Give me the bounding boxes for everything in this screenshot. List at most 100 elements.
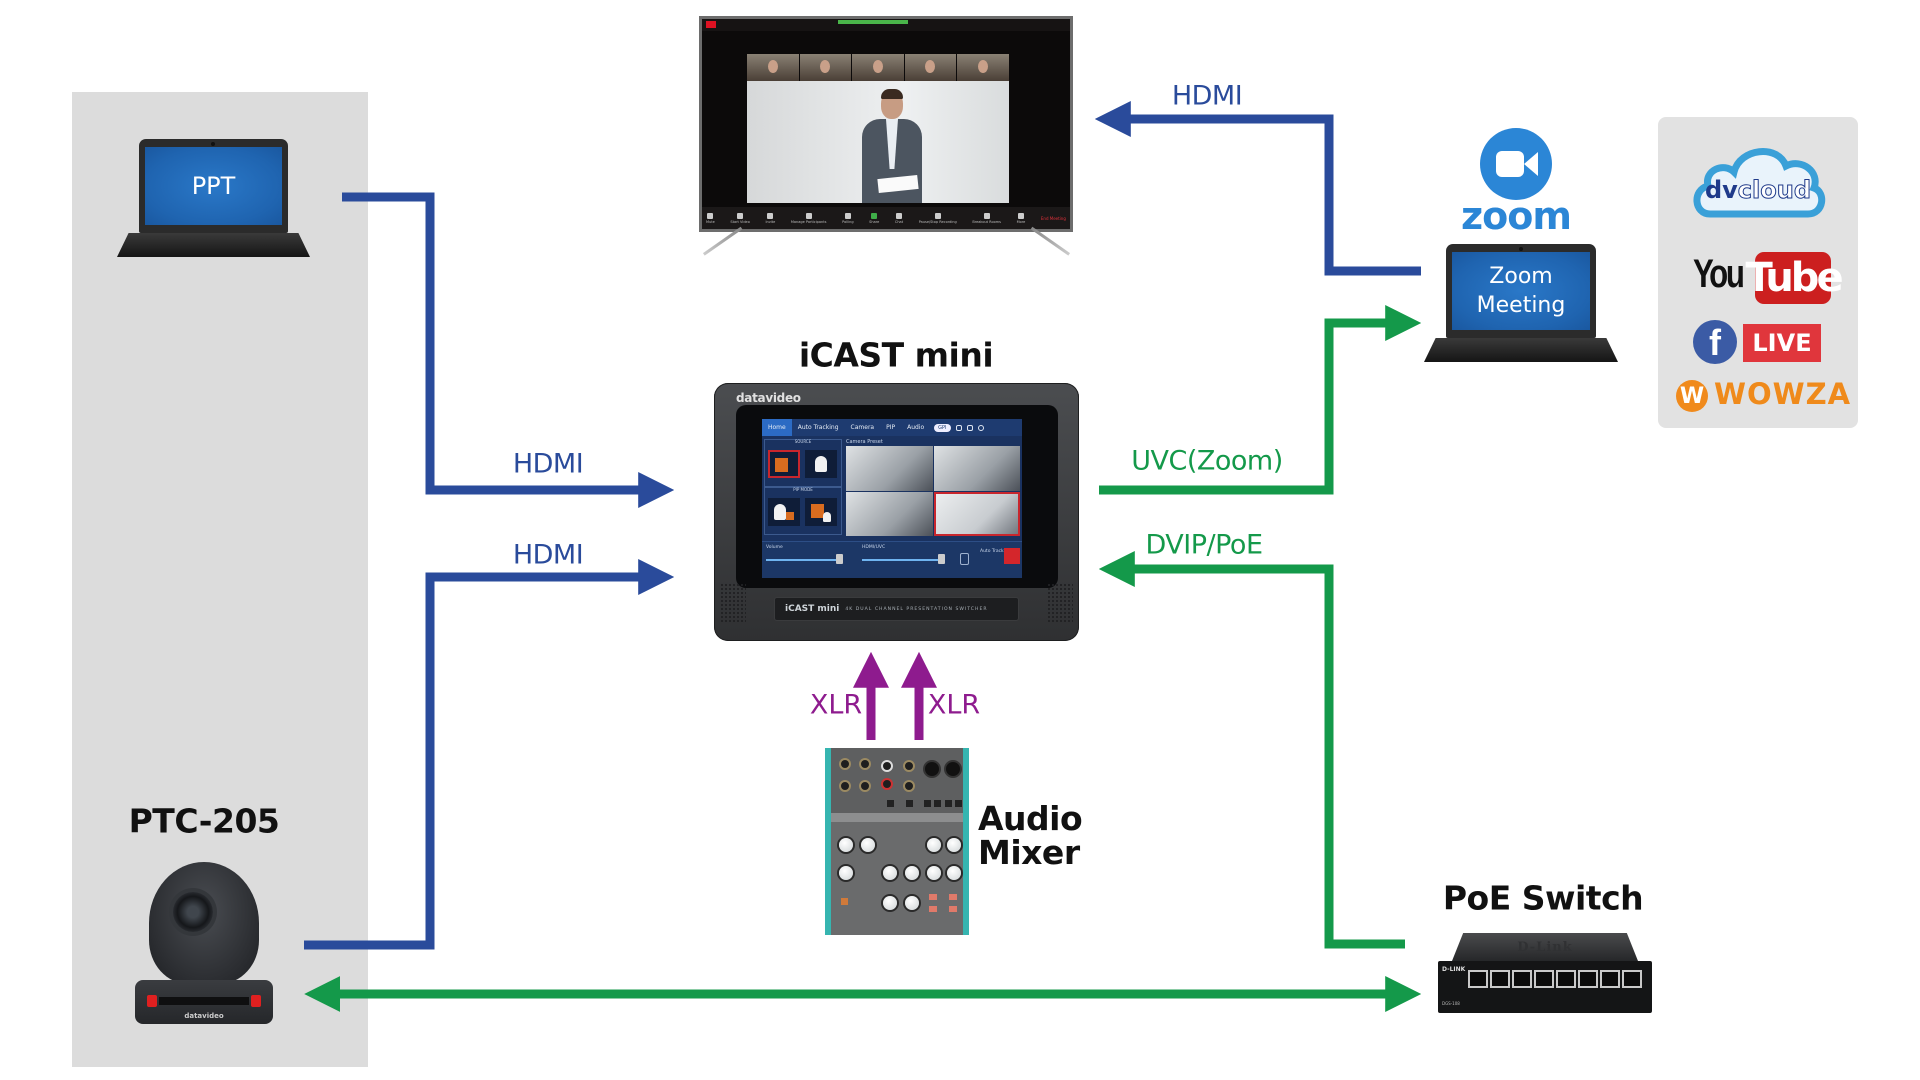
wowza-icon: W	[1676, 380, 1708, 412]
facebook-live-badge: LIVE	[1743, 324, 1821, 362]
laptop-keyboard-base	[1424, 338, 1618, 362]
toolbar-more: More	[1017, 212, 1025, 224]
knob-icon	[905, 866, 919, 880]
icast-touchscreen: Home Auto Tracking Camera PIP Audio GPI …	[762, 419, 1022, 578]
toolbar-start-video: Start Video	[730, 212, 750, 224]
icast-brand: datavideo	[736, 391, 801, 405]
active-speaker-video	[747, 81, 1009, 203]
source-panel: SOURCE	[764, 439, 842, 487]
icast-bottom-bar: Volume HDMI/UVC Auto Tracking	[762, 541, 1022, 578]
camera-preset-title: Camera Preset	[846, 439, 883, 445]
dvcloud-text-cloud: cloud	[1738, 176, 1811, 204]
pip-mode-panel: PIP MODE	[764, 487, 842, 535]
camera-preset-2	[933, 446, 1020, 491]
audio-mixer-label-line1: Audio	[978, 799, 1083, 838]
ethernet-port-icon	[1490, 970, 1510, 988]
tab-auto-tracking: Auto Tracking	[797, 423, 839, 431]
camera-preset-grid	[846, 446, 1020, 536]
participant-thumbnail	[747, 54, 799, 81]
webcam-icon	[211, 142, 215, 146]
knob-icon	[947, 866, 961, 880]
zoom-meeting-text-line2: Meeting	[1476, 293, 1566, 318]
webcam-icon	[1519, 247, 1523, 251]
switch-front-logo: D-LINK	[1442, 966, 1466, 973]
zoom-meeting-text-line1: Zoom	[1489, 264, 1553, 289]
toolbar-mute: Mute	[706, 212, 715, 224]
camera-preset-3	[846, 491, 933, 536]
icast-mini-device: datavideo Home Auto Tracking Camera PIP …	[714, 383, 1079, 641]
icast-nameplate: iCAST mini 4K DUAL CHANNEL PRESENTATION …	[774, 597, 1019, 621]
ethernet-port-icon	[1622, 970, 1642, 988]
switch-top: D-Link	[1452, 933, 1638, 961]
audio-mixer-label-line2: Mixer	[978, 833, 1080, 872]
label-xlr-left: XLR	[809, 689, 863, 721]
zoom-laptop: Zoom Meeting	[1424, 244, 1618, 366]
knob-icon	[839, 866, 853, 880]
poe-switch: D-Link D-LINK DGS-108	[1438, 933, 1652, 1017]
knob-icon	[927, 838, 941, 852]
camera-display-strip	[159, 997, 249, 1005]
xlr-input-2-icon	[944, 760, 962, 778]
tally-light-right	[251, 995, 261, 1007]
jack-icon	[859, 758, 871, 770]
knob-icon	[905, 896, 919, 910]
pip-mode-title: PIP MODE	[793, 487, 813, 492]
participant-thumbnail	[904, 54, 957, 81]
jack-icon	[903, 780, 915, 792]
ethernet-port-icon	[1578, 970, 1598, 988]
source-title: SOURCE	[794, 439, 812, 444]
plate-logo: iCAST mini	[785, 604, 840, 614]
menu-icon	[955, 424, 962, 431]
ethernet-port-icon	[1468, 970, 1488, 988]
participant-thumbnail	[957, 54, 1009, 81]
user-icon	[966, 424, 973, 431]
wire-zoom-display-hdmi	[1094, 101, 1421, 276]
poe-switch-label: PoE Switch	[1442, 878, 1644, 918]
toolbar-end-meeting: End Meeting	[1040, 215, 1066, 221]
speaking-indicator	[838, 20, 908, 24]
label-uvc-zoom: UVC(Zoom)	[1131, 445, 1283, 477]
rca-jack-icon	[881, 760, 893, 772]
toolbar-breakout-rooms: Breakout Rooms	[972, 212, 1001, 224]
tally-light-left	[147, 995, 157, 1007]
output-slider-knob	[938, 554, 945, 564]
source-ppt-tile	[768, 450, 800, 478]
camera-lens-icon	[173, 892, 213, 932]
knob-icon	[861, 838, 875, 852]
jack-icon	[903, 760, 915, 772]
wire-uvc-zoom	[1099, 305, 1422, 495]
ptz-camera: datavideo	[135, 862, 273, 1028]
ethernet-port-icon	[1600, 970, 1620, 988]
zoom-meeting-toolbar: Mute Start Video Invite Manage Participa…	[702, 207, 1070, 229]
output-slider	[862, 559, 944, 561]
knob-icon	[883, 866, 897, 880]
switch-top-logo: D-Link	[1517, 940, 1573, 955]
jack-icon	[839, 780, 851, 792]
auto-tracking-label: Auto Tracking	[980, 549, 1011, 554]
ethernet-port-icon	[1556, 970, 1576, 988]
person-icon	[815, 456, 827, 472]
pip-mode-1	[768, 498, 800, 526]
powerpoint-icon	[775, 458, 788, 472]
zoom-wordmark: zoom	[1461, 194, 1572, 238]
gear-icon	[977, 424, 984, 431]
xlr-input-1-icon	[923, 760, 941, 778]
toolbar-share: Share	[869, 212, 879, 224]
wire-dvip-poe-icast	[1098, 551, 1405, 949]
youtube-tube-badge: Tube	[1745, 252, 1844, 304]
ethernet-port-icon	[1534, 970, 1554, 988]
toolbar-manage-participants: Manage Participants	[791, 212, 826, 224]
mixer-input-section	[831, 748, 963, 813]
source-camera-tile	[805, 450, 837, 478]
auto-tracking-toggle	[1004, 548, 1020, 564]
volume-slider-knob	[836, 554, 843, 564]
ppt-laptop: PPT	[117, 139, 310, 261]
dvcloud-text-dv: dv	[1705, 176, 1738, 204]
label-dvip-poe: DVIP/PoE	[1145, 529, 1263, 561]
jack-icon	[859, 780, 871, 792]
facebook-icon: f	[1693, 320, 1737, 364]
gpi-badge: GPI	[934, 423, 951, 432]
camera-preset-4	[933, 491, 1020, 536]
rca-jack-icon	[881, 778, 893, 790]
